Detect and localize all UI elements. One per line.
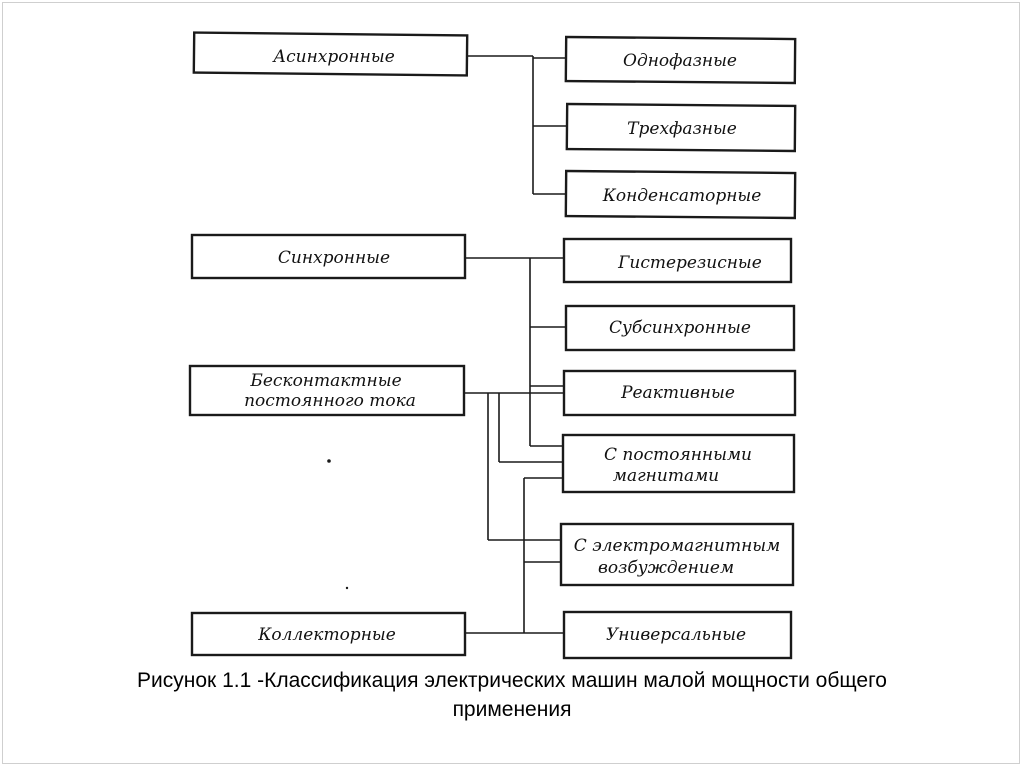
box-em-excitation: С электромагнитным возбуждением	[559, 522, 795, 587]
figure-caption: Рисунок 1.1 -Классификация электрических…	[40, 666, 984, 724]
box-collector-label: Коллекторные	[257, 625, 396, 645]
box-brushless-label-2: постоянного тока	[244, 391, 416, 411]
box-reactive: Реактивные	[562, 369, 797, 417]
box-permanent-magnet-label-2: магнитами	[613, 466, 719, 486]
box-capacitor: Конденсаторные	[564, 169, 797, 220]
box-em-excitation-label-1: С электромагнитным	[574, 536, 780, 556]
box-brushless: Бесконтактные постоянного тока	[188, 364, 466, 417]
connectors-brushless	[464, 392, 564, 541]
box-sync-label: Синхронные	[278, 248, 390, 268]
figure-caption-line-2: применения	[452, 698, 572, 721]
scan-speck	[327, 459, 331, 463]
box-subsync-label: Субсинхронные	[609, 318, 751, 338]
box-collector: Коллекторные	[190, 611, 467, 657]
box-universal-label: Универсальные	[606, 625, 746, 645]
box-three-phase-label: Трехфазные	[627, 119, 737, 139]
box-three-phase: Трехфазные	[565, 102, 797, 153]
connectors-async	[467, 55, 567, 195]
connectors-sync	[465, 257, 566, 447]
box-reactive-label: Реактивные	[620, 383, 735, 403]
box-subsync: Субсинхронные	[564, 304, 796, 352]
box-brushless-label-1: Бесконтактные	[249, 371, 401, 391]
box-em-excitation-label-2: возбуждением	[598, 558, 734, 578]
box-single-phase: Однофазные	[564, 35, 797, 85]
box-universal: Универсальные	[562, 610, 793, 660]
box-async: Асинхронные	[192, 31, 469, 77]
scan-speck	[345, 586, 349, 590]
box-hysteresis: Гистерезисные	[562, 237, 793, 284]
box-single-phase-label: Однофазные	[623, 51, 737, 71]
figure-caption-line-1: Рисунок 1.1 -Классификация электрических…	[137, 669, 887, 692]
box-hysteresis-label: Гистерезисные	[617, 253, 762, 273]
box-permanent-magnet-label-1: С постоянными	[604, 445, 752, 465]
connectors-collector	[465, 477, 564, 634]
box-permanent-magnet: С постоянными магнитами	[561, 433, 796, 494]
box-sync: Синхронные	[190, 233, 467, 280]
box-capacitor-label: Конденсаторные	[602, 186, 762, 206]
box-async-label: Асинхронные	[272, 47, 395, 67]
